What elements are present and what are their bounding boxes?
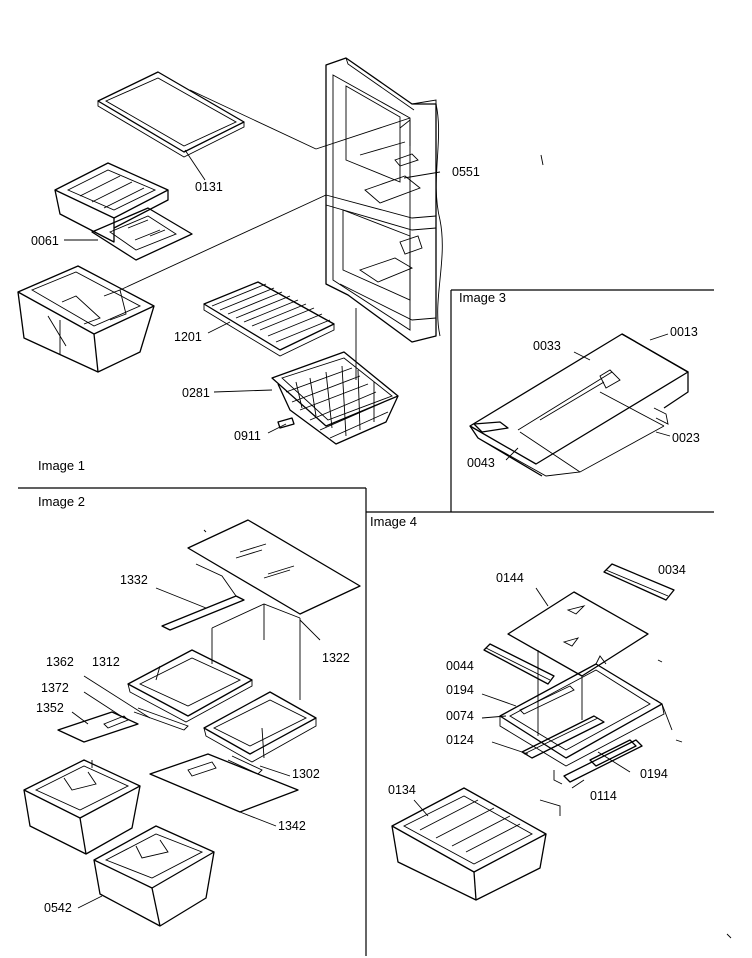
label-0114: 0114	[590, 789, 617, 803]
label-1342: 1342	[278, 819, 306, 833]
section-frames	[18, 289, 714, 956]
part-1201-wire-shelf	[203, 281, 335, 357]
label-0551: 0551	[452, 165, 480, 179]
part-0061-drawer	[54, 162, 193, 261]
label-0023: 0023	[672, 431, 700, 445]
crisper-assembly	[17, 194, 327, 373]
section-title-image4: Image 4	[370, 514, 417, 529]
label-0194-lower: 0194	[640, 767, 668, 781]
image3-group: Image 3 0033 0013 0023 0043	[459, 290, 700, 477]
part-0131-shelf	[97, 71, 411, 181]
label-0061: 0061	[31, 234, 59, 248]
label-0144: 0144	[496, 571, 524, 585]
label-0542: 0542	[44, 901, 72, 915]
label-1201: 1201	[174, 330, 202, 344]
label-0034: 0034	[658, 563, 686, 577]
label-0134: 0134	[388, 783, 416, 797]
image2-group: Image 2	[23, 494, 361, 927]
label-1312: 1312	[92, 655, 120, 669]
label-1362: 1362	[46, 655, 74, 669]
image1-group: Image 1 0131 0551 0061 1201 0281 0911	[17, 57, 544, 473]
refrigerator-cabinet	[325, 57, 443, 343]
label-1352: 1352	[36, 701, 64, 715]
label-0074: 0074	[446, 709, 474, 723]
section-title-image3: Image 3	[459, 290, 506, 305]
label-1302: 1302	[292, 767, 320, 781]
label-1372: 1372	[41, 681, 69, 695]
label-0013: 0013	[670, 325, 698, 339]
part-0911-clip	[267, 417, 295, 434]
label-1322: 1322	[322, 651, 350, 665]
label-0033: 0033	[533, 339, 561, 353]
label-0131: 0131	[195, 180, 223, 194]
label-0043: 0043	[467, 456, 495, 470]
label-1332: 1332	[120, 573, 148, 587]
label-0194: 0194	[446, 683, 474, 697]
part-0281-basket	[213, 308, 399, 445]
section-title-image2: Image 2	[38, 494, 85, 509]
label-0124: 0124	[446, 733, 474, 747]
label-0281: 0281	[182, 386, 210, 400]
label-0044: 0044	[446, 659, 474, 673]
label-0911: 0911	[234, 429, 261, 443]
image4-group: Image 4	[370, 514, 732, 939]
section-title-image1: Image 1	[38, 458, 85, 473]
